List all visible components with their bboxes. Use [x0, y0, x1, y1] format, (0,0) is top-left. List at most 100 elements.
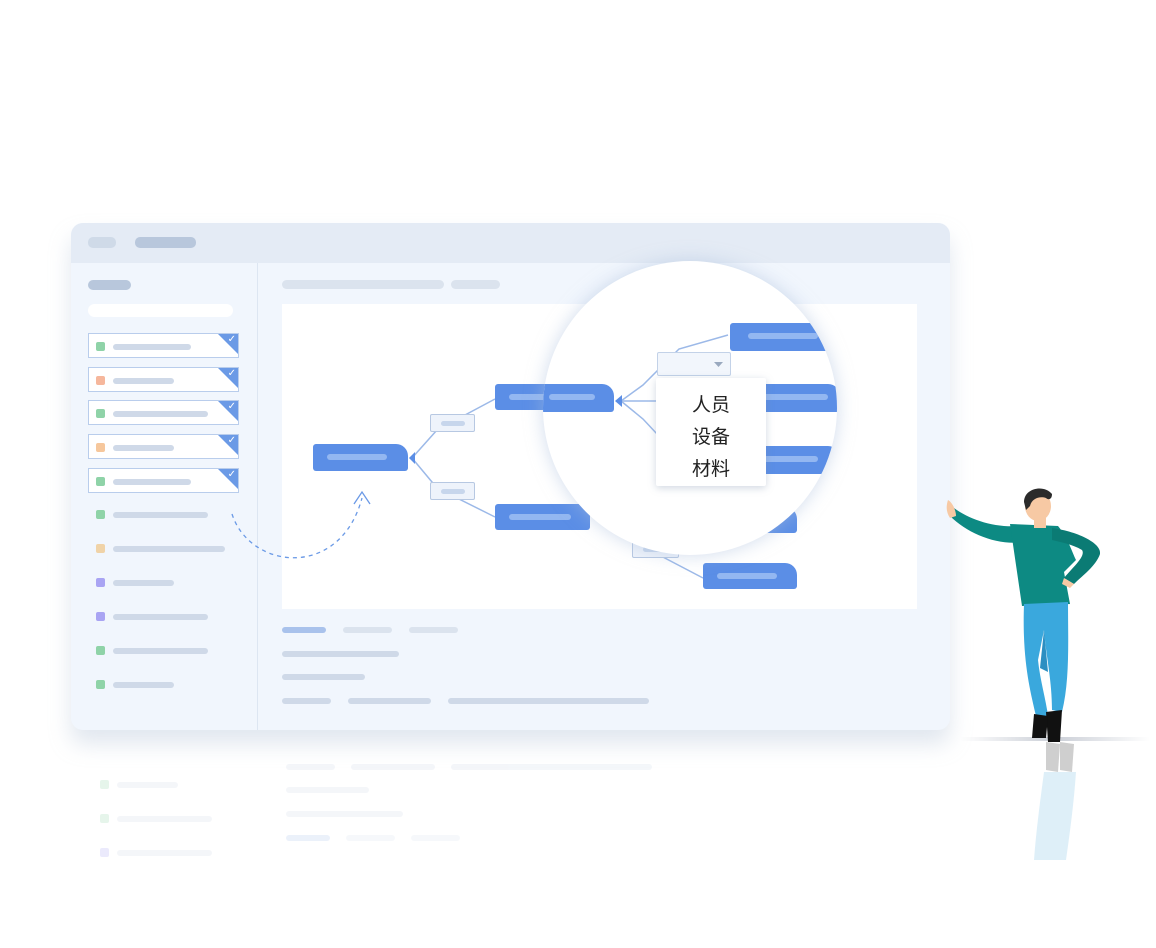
checkmark-icon: ✓ — [227, 401, 236, 412]
node-label-bar — [509, 514, 571, 520]
item-bar — [113, 512, 208, 518]
item-bar — [113, 378, 174, 384]
item-bar — [113, 682, 174, 688]
mindmap-root-node[interactable] — [313, 444, 408, 471]
person-illustration — [946, 488, 1101, 742]
status-dot — [96, 544, 105, 553]
item-bar — [113, 479, 191, 485]
item-bar — [113, 580, 174, 586]
text-line — [282, 651, 399, 657]
node-label-bar — [717, 573, 777, 579]
status-dot — [96, 409, 105, 418]
text-line — [282, 674, 365, 680]
sidebar-search-input[interactable] — [88, 304, 233, 317]
checkmark-icon: ✓ — [227, 368, 236, 379]
checkmark-icon: ✓ — [227, 334, 236, 345]
item-bar — [113, 344, 191, 350]
reflect-dot — [100, 814, 109, 823]
status-dot — [96, 646, 105, 655]
status-dot — [96, 510, 105, 519]
mindmap-node[interactable] — [543, 384, 614, 412]
chevron-down-icon — [714, 362, 723, 367]
reflect-dot — [100, 780, 109, 789]
check-corner — [218, 368, 238, 388]
dashed-arrow-icon — [231, 490, 371, 559]
reflect-bar — [286, 787, 369, 793]
dropdown-menu: 人员 设备 材料 — [656, 378, 766, 486]
status-dot — [96, 342, 105, 351]
node-label-bar — [748, 333, 818, 339]
list-item[interactable] — [96, 510, 226, 519]
connector-tag[interactable] — [430, 414, 475, 432]
check-corner — [218, 469, 238, 489]
tab-bar-active[interactable] — [282, 627, 326, 633]
sidebar: ✓ ✓ ✓ ✓ ✓ — [71, 263, 258, 730]
mindmap-node[interactable] — [495, 504, 590, 530]
reflect-bar — [451, 764, 652, 770]
main-title-bar — [282, 280, 444, 289]
item-bar — [113, 445, 174, 451]
item-bar — [113, 614, 208, 620]
tab-bar[interactable] — [409, 627, 458, 633]
check-corner — [218, 334, 238, 354]
checked-item[interactable]: ✓ — [88, 367, 239, 392]
text-line — [448, 698, 649, 704]
reflect-bar — [286, 811, 403, 817]
checked-item[interactable]: ✓ — [88, 333, 239, 358]
item-bar — [113, 411, 208, 417]
reflect-bar — [411, 835, 460, 841]
status-dot — [96, 578, 105, 587]
node-label-bar — [327, 454, 387, 460]
node-label-bar — [748, 394, 828, 400]
titlebar-pill-1 — [88, 237, 116, 248]
node-label-bar — [549, 394, 595, 400]
reflect-bar — [286, 764, 335, 770]
node-label-bar — [509, 394, 557, 400]
checkmark-icon: ✓ — [227, 435, 236, 446]
checked-item[interactable]: ✓ — [88, 434, 239, 459]
titlebar-pill-2 — [135, 237, 196, 248]
reflect-bar — [351, 764, 435, 770]
list-item[interactable] — [96, 578, 226, 587]
dropdown-option-equipment[interactable]: 设备 — [691, 426, 730, 448]
text-line — [282, 698, 331, 704]
list-item[interactable] — [96, 680, 226, 689]
dropdown-option-personnel[interactable]: 人员 — [691, 394, 730, 416]
tab-bar[interactable] — [343, 627, 392, 633]
category-select[interactable] — [657, 352, 731, 376]
reflect-bar — [117, 816, 212, 822]
main-subtitle-bar — [451, 280, 500, 289]
check-corner — [218, 401, 238, 421]
person-reflection — [1034, 742, 1076, 860]
checked-item[interactable]: ✓ — [88, 400, 239, 425]
list-item[interactable] — [96, 646, 226, 655]
check-corner — [218, 435, 238, 455]
text-line — [348, 698, 431, 704]
reflect-bar — [346, 835, 395, 841]
status-dot — [96, 477, 105, 486]
reflect-dot — [100, 848, 109, 857]
connector-tag[interactable] — [430, 482, 475, 500]
tag-bar — [441, 489, 465, 494]
dropdown-option-material[interactable]: 材料 — [691, 458, 730, 480]
list-item[interactable] — [96, 544, 226, 553]
item-bar — [113, 546, 225, 552]
status-dot — [96, 443, 105, 452]
status-dot — [96, 376, 105, 385]
sidebar-heading — [88, 280, 131, 290]
checkmark-icon: ✓ — [227, 469, 236, 480]
mindmap-node[interactable] — [730, 323, 837, 351]
status-dot — [96, 612, 105, 621]
reflect-bar — [117, 782, 178, 788]
mindmap-node[interactable] — [703, 563, 797, 589]
checked-item[interactable]: ✓ — [88, 468, 239, 493]
tag-bar — [441, 421, 465, 426]
status-dot — [96, 680, 105, 689]
node-label-bar — [748, 456, 818, 462]
item-bar — [113, 648, 208, 654]
list-item[interactable] — [96, 612, 226, 621]
reflect-bar — [117, 850, 212, 856]
reflect-bar — [286, 835, 330, 841]
window-reflection — [71, 740, 950, 900]
title-bar — [71, 223, 950, 263]
